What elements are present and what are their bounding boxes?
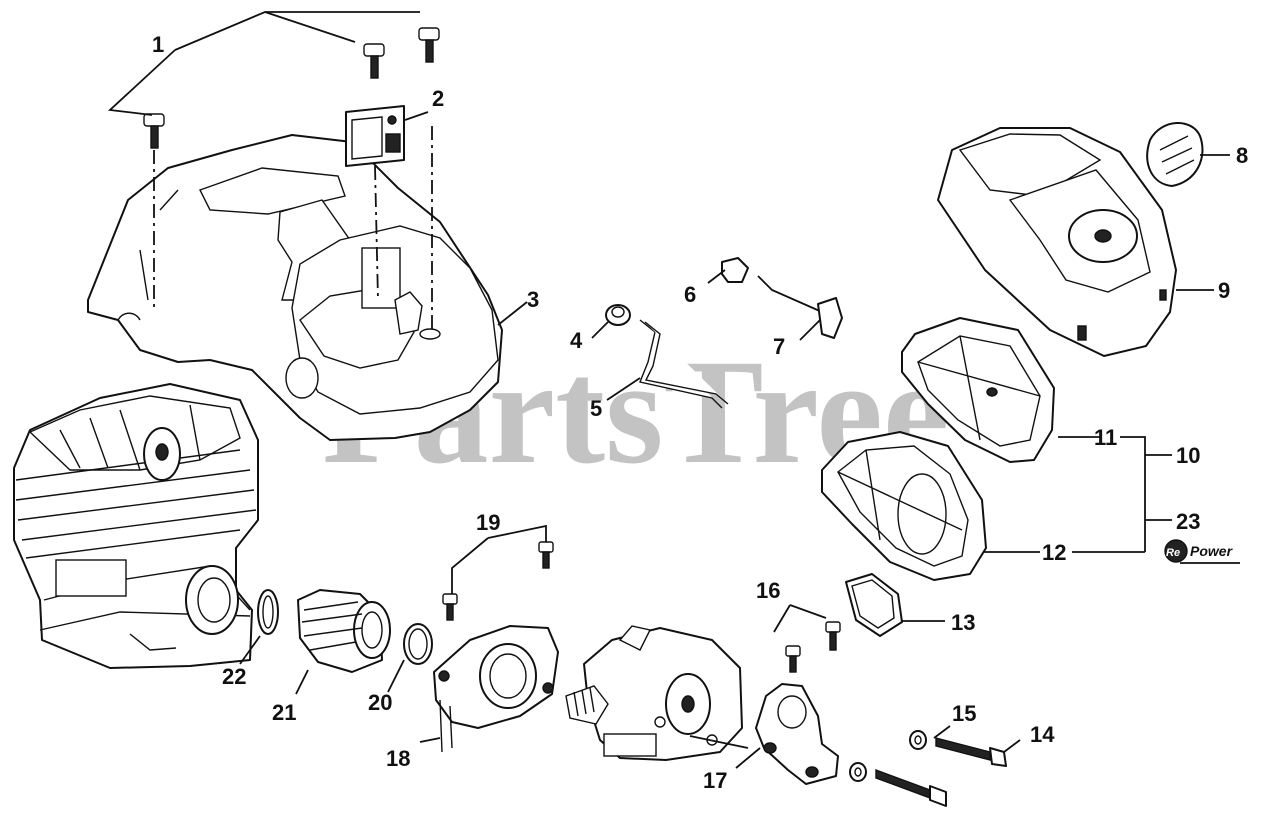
callout-13: 13 <box>951 610 975 635</box>
part-air-filter-base[interactable] <box>821 431 987 581</box>
callout-23: 23 <box>1176 509 1200 534</box>
part-cover-screw-3[interactable] <box>418 27 440 63</box>
part-choke-lever[interactable] <box>757 275 843 339</box>
part-carburetor[interactable] <box>565 625 743 761</box>
leader-lines <box>107 11 1230 769</box>
callout-14: 14 <box>1030 722 1055 747</box>
callout-18: 18 <box>386 746 410 771</box>
part-warning-label[interactable] <box>345 105 405 167</box>
callout-labels: 1 2 3 4 5 6 7 8 9 10 11 12 13 14 15 16 1… <box>152 32 1248 793</box>
part-air-filter-cover[interactable] <box>937 127 1177 357</box>
part-washer-2[interactable] <box>849 762 867 782</box>
callout-6: 6 <box>684 282 696 307</box>
callout-8: 8 <box>1236 143 1248 168</box>
part-bracket-screw-1[interactable] <box>785 645 801 673</box>
callout-16: 16 <box>756 578 780 603</box>
callout-20: 20 <box>368 690 392 715</box>
part-washer-1[interactable] <box>909 730 927 750</box>
part-adapter-screw-2[interactable] <box>442 593 458 621</box>
callout-17: 17 <box>703 768 727 793</box>
part-filter-gasket[interactable] <box>845 573 903 637</box>
callout-15: 15 <box>952 701 976 726</box>
callout-7: 7 <box>773 334 785 359</box>
repower-suffix: Power <box>1190 543 1234 559</box>
part-bracket-screw-2[interactable] <box>825 621 841 651</box>
part-adapter-screw-1[interactable] <box>538 541 554 569</box>
part-long-bolt-1[interactable] <box>935 737 1007 767</box>
callout-11: 11 <box>1094 425 1117 450</box>
callout-1: 1 <box>152 32 164 57</box>
part-carburetor-adapter[interactable] <box>433 625 559 753</box>
part-long-bolt-2[interactable] <box>875 768 947 807</box>
part-engine-top-cover[interactable] <box>87 134 503 441</box>
callout-19: 19 <box>476 510 500 535</box>
callout-9: 9 <box>1218 278 1230 303</box>
repower-brand-mark: Re Power <box>1164 539 1240 564</box>
part-cylinder[interactable] <box>13 383 259 669</box>
part-air-filter-top[interactable] <box>901 317 1055 463</box>
part-clip[interactable] <box>721 257 749 283</box>
part-intake-boot[interactable] <box>297 589 391 673</box>
part-clamp-ring[interactable] <box>257 589 279 635</box>
callout-2: 2 <box>432 86 444 111</box>
part-cover-knob[interactable] <box>1146 122 1204 187</box>
callout-12: 12 <box>1042 540 1066 565</box>
callout-3: 3 <box>527 287 539 312</box>
part-fuel-bracket[interactable] <box>755 683 839 785</box>
callout-10: 10 <box>1176 443 1200 468</box>
part-choke-rod[interactable] <box>639 319 729 409</box>
callout-21: 21 <box>272 700 296 725</box>
repower-prefix: Re <box>1166 547 1180 559</box>
callout-5: 5 <box>590 396 602 421</box>
part-cover-screw-2[interactable] <box>363 43 385 79</box>
part-o-ring[interactable] <box>403 623 433 665</box>
callout-4: 4 <box>570 328 583 353</box>
callout-22: 22 <box>222 664 246 689</box>
part-grommet[interactable] <box>605 304 631 326</box>
part-cover-screw-1[interactable] <box>143 113 165 149</box>
